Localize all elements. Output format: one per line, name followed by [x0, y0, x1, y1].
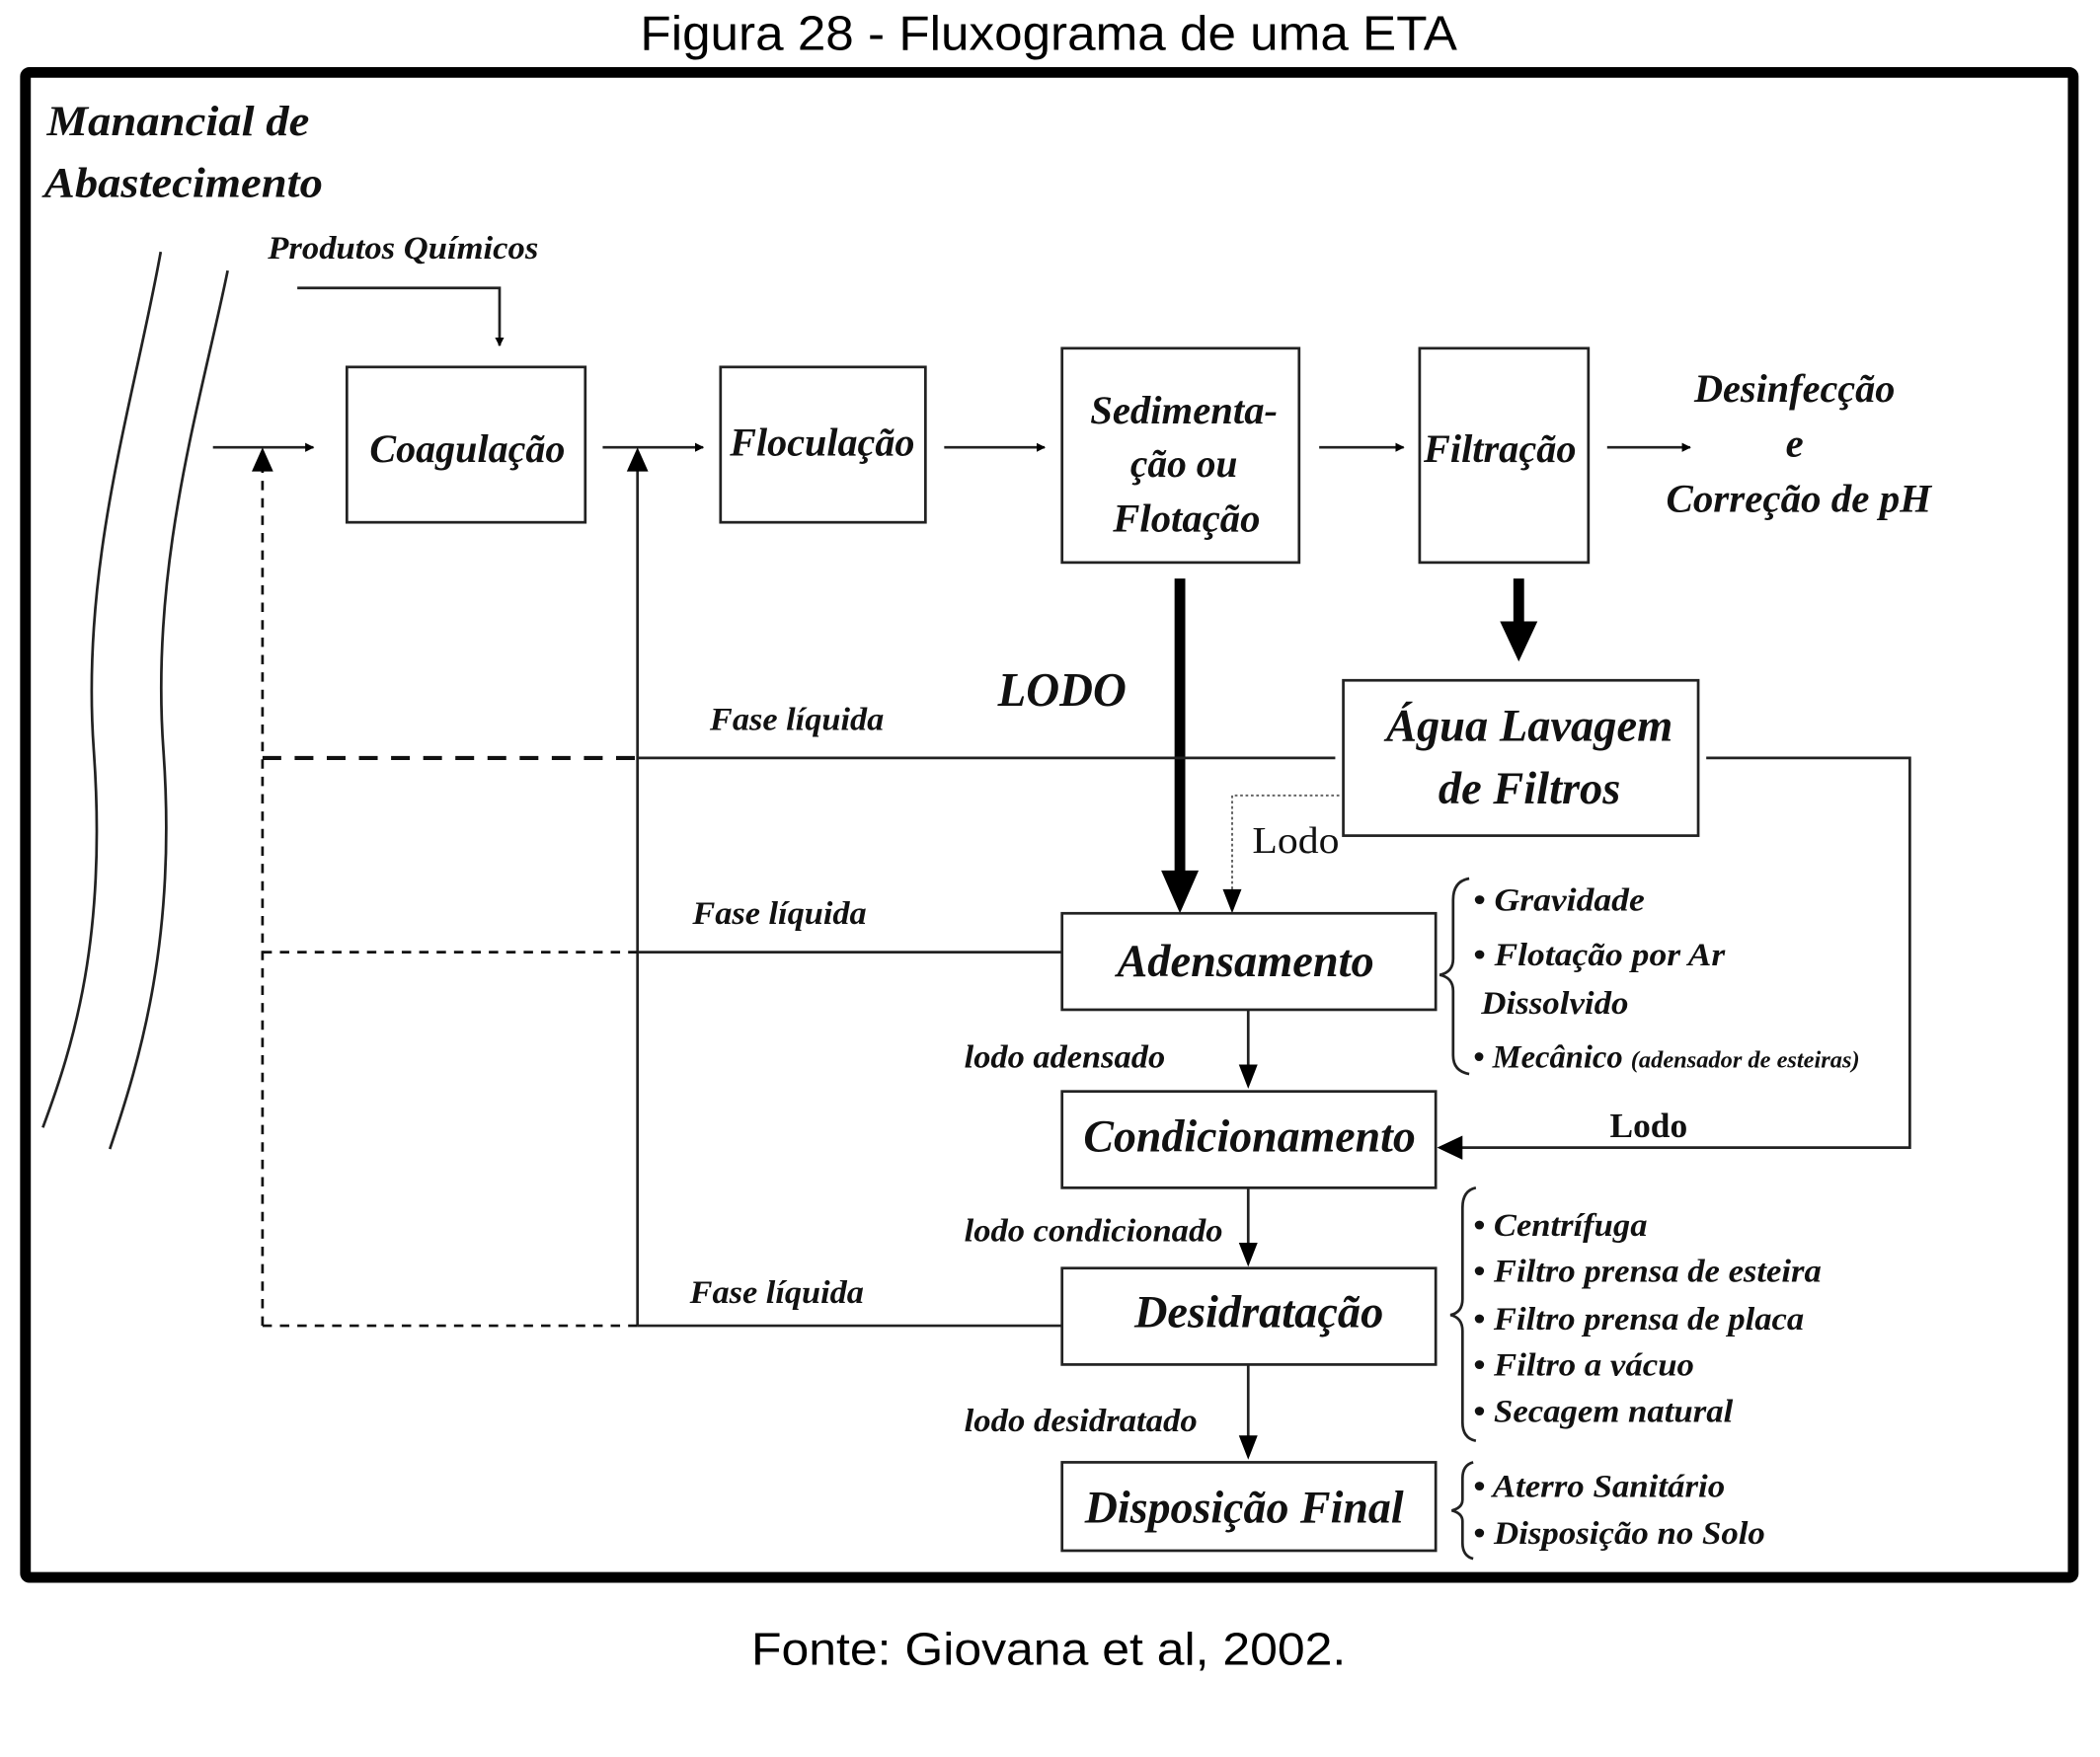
fase-liquida-label-2: Fase líquida [691, 896, 866, 932]
coagulacao-box [345, 365, 587, 524]
adensamento-box [1060, 911, 1438, 1012]
desidratacao-box [1060, 1266, 1438, 1366]
condicionamento-label: Condicionamento [1083, 1111, 1415, 1162]
river-bank-right [108, 269, 229, 1150]
sedimentacao-label-line2: ção ou [1130, 441, 1238, 486]
return-solid-arrowhead [626, 447, 649, 472]
fase-liquida-label-1: Fase líquida [709, 702, 884, 737]
chemicals-label: Produtos Químicos [267, 231, 538, 267]
coagulacao-label: Coagulação [369, 426, 565, 471]
lodo-main-arrowhead [1161, 870, 1200, 914]
adensamento-method-gravidade: • Gravidade [1473, 883, 1645, 919]
sedimentacao-label-line1: Sedimenta- [1090, 388, 1278, 432]
return-dashed-arrowhead [252, 447, 273, 472]
desidratacao-to-disposicao-arrowhead [1238, 1435, 1258, 1460]
desidratacao-label: Desidratação [1133, 1286, 1383, 1337]
lodo-desidratado-label: lodo desidratado [965, 1404, 1198, 1439]
figure-frame [20, 66, 2079, 1583]
disposicao-final-box [1060, 1461, 1438, 1553]
desidratacao-method-5: • Secagem natural [1473, 1395, 1733, 1430]
adensamento-method-mecanico: • Mecânico (adensador de esteiras) [1473, 1039, 1859, 1075]
lodo-dotted-arrowhead [1222, 888, 1242, 914]
desidratacao-method-4: • Filtro a vácuo [1473, 1347, 1694, 1383]
mecanico-note: (adensador de esteiras) [1631, 1046, 1860, 1073]
filtracao-box [1418, 346, 1591, 565]
lodo-dotted-label: Lodo [1252, 820, 1339, 862]
desinfeccao-label-line2: e [1786, 421, 1804, 466]
source-label-line1: Manancial de [45, 98, 309, 145]
condicionamento-to-desidratacao-arrowhead [1238, 1242, 1258, 1267]
filtracao-to-lavagem-arrowhead [1500, 621, 1538, 662]
sedimentacao-label-line3: Flotação [1112, 497, 1260, 541]
lodo-adensado-label: lodo adensado [965, 1039, 1165, 1075]
lavagem-to-condicionamento-arrowhead [1437, 1135, 1463, 1160]
adensamento-methods-brace [1439, 877, 1470, 1076]
lodo-main-label: LODO [997, 662, 1127, 717]
lodo-dotted-line [1230, 794, 1340, 895]
desidratacao-method-3: • Filtro prensa de placa [1473, 1302, 1804, 1337]
disposicao-method-2: • Disposição no Solo [1473, 1516, 1765, 1552]
desinfeccao-label-line3: Correção de pH [1666, 476, 1932, 520]
filtracao-label: Filtração [1423, 426, 1577, 471]
floculacao-box [719, 365, 927, 524]
floculacao-label: Floculação [729, 420, 914, 464]
source-label-line2: Abastecimento [41, 160, 323, 207]
mecanico-label: • Mecânico [1473, 1039, 1623, 1075]
agua-lavagem-box [1342, 678, 1700, 837]
sedimentacao-box [1060, 346, 1301, 565]
adensamento-method-flotacao-cont: Dissolvido [1480, 986, 1628, 1022]
disposicao-methods-brace [1451, 1461, 1474, 1561]
desinfeccao-label-line1: Desinfecção [1693, 366, 1895, 411]
adensamento-method-flotacao: • Flotação por Ar [1473, 938, 1725, 973]
river-bank-left [41, 251, 163, 1128]
disposicao-method-1: • Aterro Sanitário [1473, 1470, 1725, 1505]
disposicao-final-label: Disposição Final [1084, 1482, 1404, 1532]
agua-lavagem-label-line1: Água Lavagem [1383, 700, 1672, 750]
agua-lavagem-label-line2: de Filtros [1439, 763, 1620, 813]
lodo-condicionado-label: lodo condicionado [965, 1214, 1223, 1250]
figure-title: Figura 28 - Fluxograma de uma ETA [640, 7, 1457, 60]
lavagem-to-condicionamento-line [1459, 756, 1911, 1150]
chemicals-arrow [297, 286, 505, 347]
lodo-return-label: Lodo [1610, 1107, 1688, 1145]
condicionamento-box [1060, 1090, 1438, 1189]
desidratacao-method-1: • Centrífuga [1473, 1208, 1647, 1244]
desidratacao-method-2: • Filtro prensa de esteira [1473, 1254, 1822, 1289]
figure-source: Fonte: Giovana et al, 2002. [751, 1623, 1346, 1674]
adensamento-label: Adensamento [1114, 936, 1373, 986]
desidratacao-methods-brace [1449, 1186, 1477, 1443]
adensamento-to-condicionamento-arrowhead [1238, 1064, 1258, 1089]
fase-liquida-label-3: Fase líquida [689, 1275, 864, 1311]
